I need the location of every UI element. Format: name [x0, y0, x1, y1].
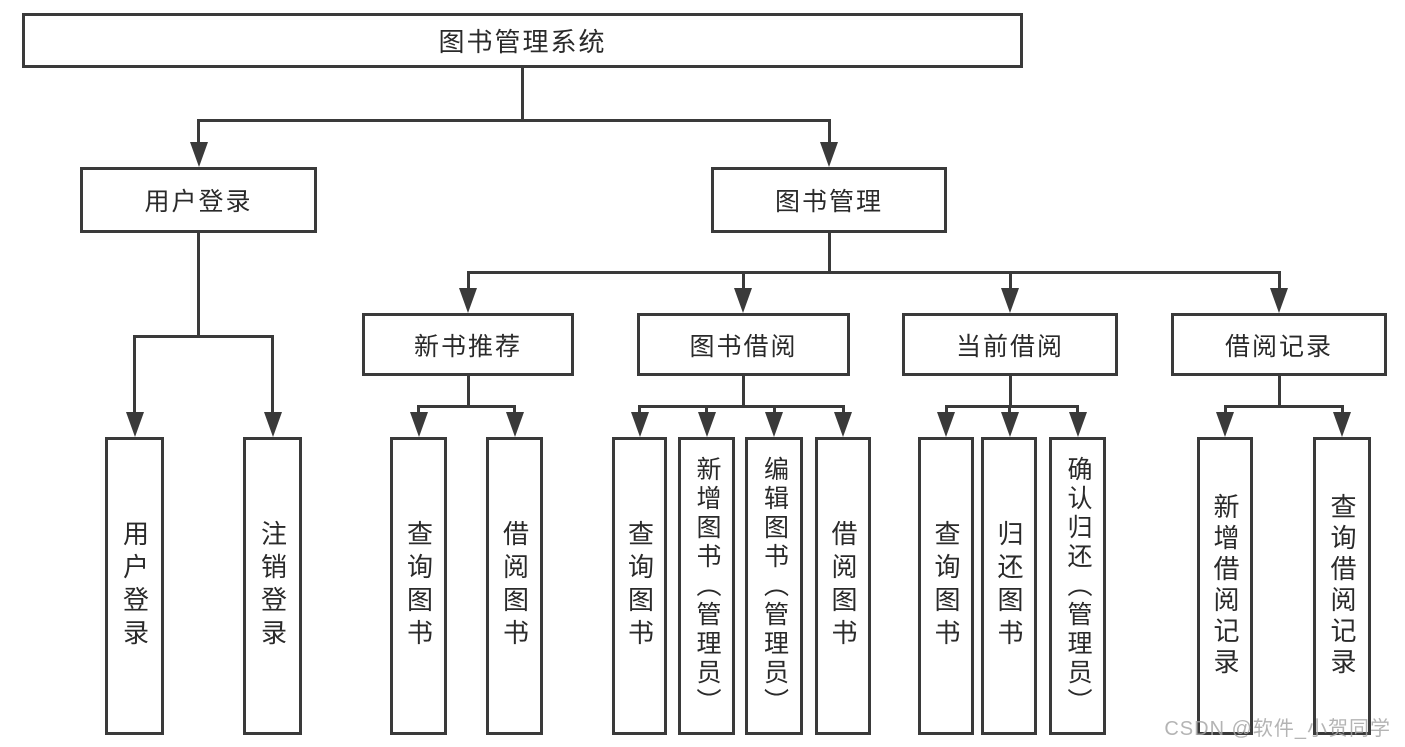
leaf-label: 查询图书 [931, 520, 961, 652]
node-user-login: 用户登录 [80, 167, 317, 233]
leaf-query-borrow-record: 查询借阅记录 [1313, 437, 1371, 735]
arrowhead-down-icon [631, 412, 649, 437]
arrowhead-down-icon [765, 412, 783, 437]
csdn-watermark: CSDN @软件_小贺同学 [1164, 718, 1391, 740]
node-new-book-recommendation: 新书推荐 [362, 313, 574, 376]
book-management-stem-line [828, 232, 831, 273]
leaf-label: 借阅图书 [828, 520, 858, 652]
user-login-stem-line [197, 233, 200, 337]
drop-line [1008, 405, 1011, 417]
leaf-query-books-borrow: 查询图书 [612, 437, 667, 735]
arrowhead-down-icon [459, 288, 477, 313]
drop-line-user-login [197, 119, 200, 149]
new-book-stem-line [467, 376, 470, 407]
leaf-borrow-books: 借阅图书 [815, 437, 871, 735]
arrowhead-down-icon [1333, 412, 1351, 437]
arrowhead-down-icon [820, 142, 838, 167]
root-stem-line [521, 68, 524, 120]
drop-line-leaf-login [133, 335, 136, 415]
leaf-label: 归还图书 [994, 520, 1024, 652]
arrowhead-down-icon [1270, 288, 1288, 313]
arrowhead-down-icon [264, 412, 282, 437]
user-login-rail-line [133, 335, 274, 338]
drop-line [638, 405, 641, 417]
book-borrow-rail-line [638, 405, 845, 408]
drop-line-book-borrow [742, 271, 745, 291]
drop-line [1076, 405, 1079, 417]
arrowhead-down-icon [834, 412, 852, 437]
node-borrowing-records: 借阅记录 [1171, 313, 1387, 376]
drop-line [842, 405, 845, 417]
arrowhead-down-icon [937, 412, 955, 437]
node-current-borrowing: 当前借阅 [902, 313, 1118, 376]
leaf-label: 查询图书 [403, 520, 434, 652]
drop-line [1341, 405, 1344, 417]
drop-line [773, 405, 776, 417]
arrowhead-down-icon [1001, 288, 1019, 313]
leaf-query-books-recommend: 查询图书 [390, 437, 447, 735]
leaf-label: 借阅图书 [499, 520, 530, 652]
leaf-label: 编辑图书（管理员） [760, 455, 789, 717]
leaf-user-login: 用户登录 [105, 437, 164, 735]
arrowhead-down-icon [410, 412, 428, 437]
drop-line [705, 405, 708, 417]
arrowhead-down-icon [126, 412, 144, 437]
node-book-borrowing: 图书借阅 [637, 313, 850, 376]
drop-line [945, 405, 948, 417]
arrowhead-down-icon [698, 412, 716, 437]
drop-line [513, 405, 516, 417]
leaf-add-borrow-record: 新增借阅记录 [1197, 437, 1253, 735]
arrowhead-down-icon [190, 142, 208, 167]
current-borrow-stem-line [1009, 376, 1012, 407]
drop-line-new-book [467, 271, 470, 291]
leaf-label: 新增图书（管理员） [693, 455, 721, 717]
current-borrow-rail-line [945, 405, 1079, 408]
drop-line [1224, 405, 1227, 417]
node-book-management: 图书管理 [711, 167, 947, 233]
borrow-records-stem-line [1278, 376, 1281, 407]
arrowhead-down-icon [1216, 412, 1234, 437]
drop-line-current-borrow [1009, 271, 1012, 291]
new-book-rail-line [417, 405, 516, 408]
leaf-label: 用户登录 [119, 520, 150, 652]
arrowhead-down-icon [506, 412, 524, 437]
leaf-query-books-current: 查询图书 [918, 437, 974, 735]
arrowhead-down-icon [734, 288, 752, 313]
leaf-label: 新增借阅记录 [1210, 493, 1240, 679]
leaf-logout: 注销登录 [243, 437, 302, 735]
leaf-confirm-return-admin: 确认归还（管理员） [1049, 437, 1106, 735]
level3-rail-line [467, 271, 1280, 274]
node-library-management-system: 图书管理系统 [22, 13, 1023, 68]
arrowhead-down-icon [1069, 412, 1087, 437]
leaf-edit-books-admin: 编辑图书（管理员） [745, 437, 803, 735]
leaf-label: 查询图书 [624, 520, 655, 652]
leaf-add-books-admin: 新增图书（管理员） [678, 437, 735, 735]
leaf-label: 查询借阅记录 [1327, 493, 1357, 679]
arrowhead-down-icon [1001, 412, 1019, 437]
drop-line-borrow-records [1278, 271, 1281, 291]
drop-line-leaf-logout [271, 335, 274, 415]
leaf-label: 确认归还（管理员） [1064, 455, 1092, 717]
leaf-label: 注销登录 [257, 520, 288, 652]
level2-rail-line [197, 119, 831, 122]
leaf-return-books: 归还图书 [981, 437, 1037, 735]
borrow-records-rail-line [1224, 405, 1344, 408]
drop-line-book-management [828, 119, 831, 149]
leaf-borrow-books-recommend: 借阅图书 [486, 437, 543, 735]
drop-line [417, 405, 420, 417]
book-borrow-stem-line [742, 376, 745, 407]
